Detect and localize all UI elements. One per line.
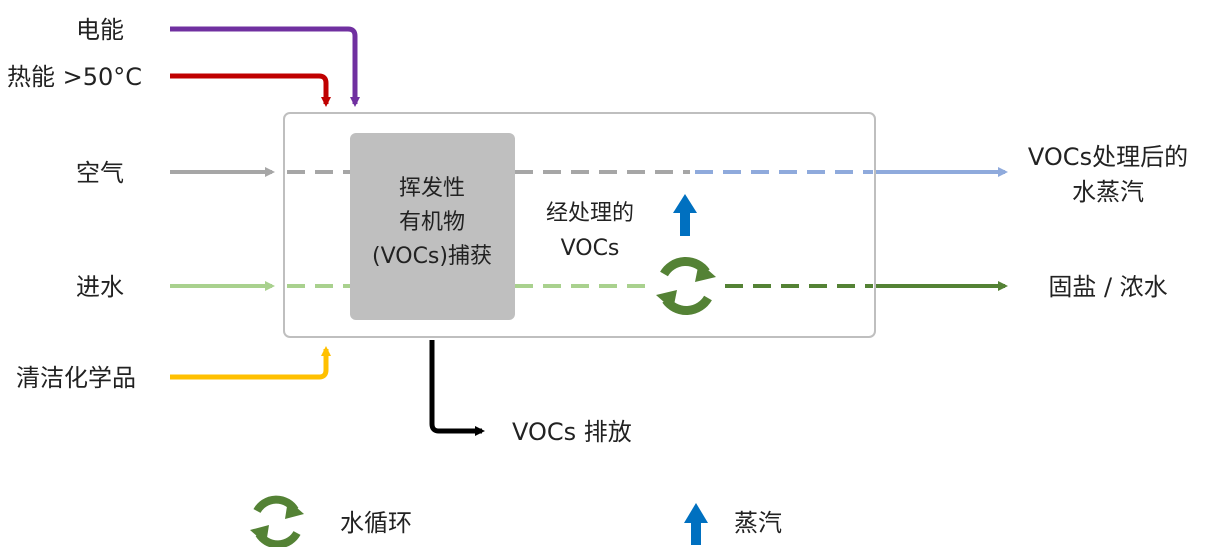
legend-water-cycle-label: 水循环 [340, 509, 412, 537]
capture-line-1: 挥发性 [399, 176, 465, 201]
capture-line-3: (VOCs)捕获 [372, 244, 492, 269]
heat-arrow [170, 73, 331, 107]
legend-steam-icon [684, 503, 708, 545]
chemicals-arrow [170, 346, 331, 380]
label-electricity: 电能 [76, 16, 124, 44]
electricity-arrow [170, 26, 360, 107]
capture-line-2: 有机物 [399, 210, 465, 235]
label-heat: 热能 >50°C [7, 63, 142, 91]
voc-emission-arrow [429, 340, 485, 436]
label-air: 空气 [76, 159, 124, 187]
label-vapor-line-1: VOCs处理后的 [1028, 143, 1188, 171]
label-vapor-line-2: 水蒸汽 [1072, 178, 1144, 206]
label-voc-emission: VOCs 排放 [512, 418, 632, 446]
label-chemicals: 清洁化学品 [16, 364, 136, 392]
steam-up-arrow-icon [673, 194, 697, 236]
legend-steam-label: 蒸汽 [734, 509, 782, 537]
voc-capture-box [350, 133, 515, 320]
label-water-in: 进水 [76, 273, 124, 301]
treated-line-2: VOCs [561, 236, 620, 261]
water-cycle-icon [656, 257, 716, 315]
treated-line-1: 经处理的 [546, 201, 634, 226]
label-brine: 固盐 / 浓水 [1048, 273, 1167, 301]
legend-water-cycle-icon [250, 495, 304, 547]
